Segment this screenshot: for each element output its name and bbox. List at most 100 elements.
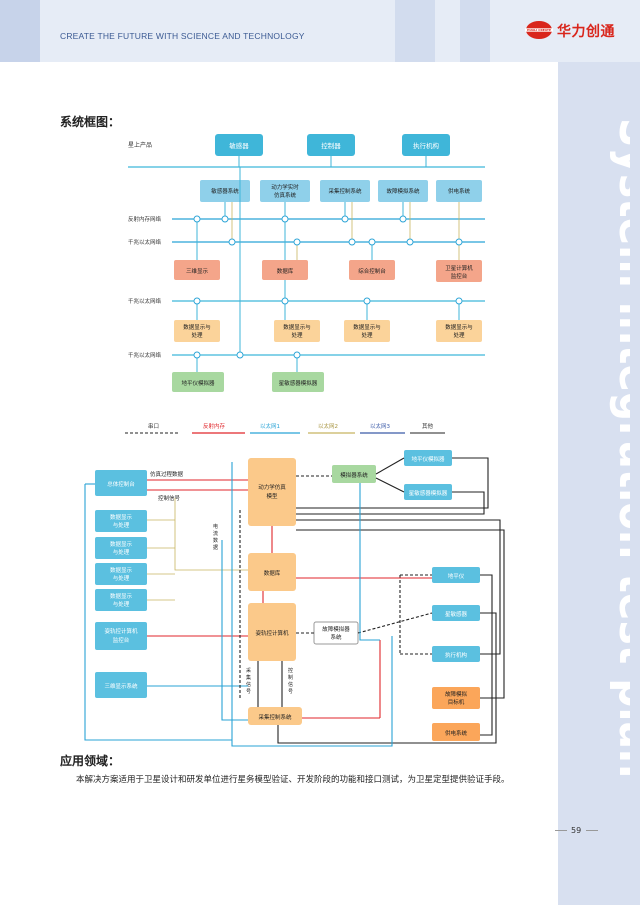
box-proc-3 (344, 320, 390, 342)
box-horizon-sim (172, 372, 224, 392)
box-star-sim-2 (404, 484, 452, 500)
page-number: 59 (571, 826, 582, 835)
box-actuator-2-label: 执行机构 (445, 651, 468, 659)
box-star-sim-label: 星敏感器模拟器 (279, 379, 318, 387)
header-accent-band (395, 0, 435, 62)
svg-text:故障模拟器: 故障模拟器 (322, 625, 350, 633)
box-db-2 (248, 553, 296, 591)
box-acquisition (320, 180, 370, 202)
box-3d-display (174, 260, 220, 280)
box-console-label: 综合控制台 (358, 267, 386, 275)
svg-text:数据显示与: 数据显示与 (283, 323, 311, 331)
svg-text:数据显示: 数据显示 (110, 540, 133, 548)
bus-label-gig1: 千兆以太网络 (128, 238, 162, 246)
box-star-sensor (432, 605, 480, 621)
box-proc-2 (274, 320, 320, 342)
box-controller-label: 控制器 (321, 141, 341, 150)
svg-text:处理: 处理 (361, 331, 373, 339)
svg-text:姿轨控计算机: 姿轨控计算机 (104, 627, 138, 635)
header-tagline: CREATE THE FUTURE WITH SCIENCE AND TECHN… (60, 31, 305, 41)
header-accent-band (460, 0, 490, 62)
vertical-title-text: System integration test plan (608, 118, 630, 778)
legend-item-other: 其他 (422, 422, 434, 430)
box-simulator-system-label: 模拟器系统 (340, 471, 368, 479)
box-left-proc-1 (95, 510, 147, 532)
box-actuator (402, 134, 450, 156)
svg-text:号: 号 (288, 689, 293, 695)
svg-text:制: 制 (288, 674, 293, 681)
legend-item-serial: 串口 (148, 423, 159, 430)
box-master-console-label: 总体控制台 (107, 480, 135, 488)
section-title-applications: 应用领域： (60, 754, 121, 768)
svg-text:系统: 系统 (330, 633, 342, 641)
right-sidebar (558, 62, 640, 905)
box-horizon-sim-label: 地平仪模拟器 (181, 379, 215, 387)
svg-text:号: 号 (246, 689, 251, 695)
svg-text:动力学仿真: 动力学仿真 (258, 483, 286, 491)
box-horizon-sim-2-label: 地平仪模拟器 (411, 455, 445, 463)
header-accent-band (0, 0, 40, 62)
svg-text:处理: 处理 (453, 331, 465, 339)
box-3d-system (95, 672, 147, 698)
box-actuator-2 (432, 646, 480, 662)
box-acq-control (248, 707, 302, 725)
box-dynamics-model (248, 458, 296, 526)
box-sensor-system-label: 敏感器系统 (211, 187, 239, 195)
svg-text:信: 信 (288, 681, 293, 688)
section-title-system-diagram: 系统框图： (60, 115, 121, 129)
box-console (349, 260, 395, 280)
svg-text:处理: 处理 (291, 331, 303, 339)
svg-text:集: 集 (246, 674, 251, 681)
box-horizon-sim-2 (404, 450, 452, 466)
box-horizon (432, 567, 480, 583)
svg-text:卫星计算机: 卫星计算机 (445, 264, 473, 272)
page-header: CREATE THE FUTURE WITH SCIENCE AND TECHN… (0, 0, 640, 62)
svg-text:控: 控 (288, 667, 293, 674)
company-logo-icon: HUALI CREATE (525, 21, 553, 39)
box-sensor-label: 敏感器 (229, 141, 249, 150)
svg-text:故障模拟: 故障模拟 (445, 690, 468, 698)
legend-item-eth2: 以太网2 (318, 422, 338, 430)
bus-label-gig2: 千兆以太网络 (128, 297, 162, 305)
box-left-proc-2 (95, 537, 147, 559)
svg-text:监控台: 监控台 (451, 272, 468, 280)
box-horizon-label: 地平仪 (448, 572, 465, 580)
box-fault-sim-label: 故障模拟系统 (386, 187, 420, 195)
label-control-signal: 控制信号 (158, 494, 181, 502)
legend-item-reflective: 反射内存 (203, 422, 226, 430)
box-sensor-system (200, 180, 250, 202)
box-db-2-label: 数据库 (264, 569, 281, 577)
legend-item-eth1: 以太网1 (260, 422, 280, 430)
svg-text:数据显示: 数据显示 (110, 513, 133, 521)
box-power-2 (432, 723, 480, 741)
box-left-proc-3 (95, 563, 147, 585)
svg-text:数据显示与: 数据显示与 (353, 323, 381, 331)
bus-label-gig3: 千兆以太网络 (128, 351, 162, 359)
box-acquisition-label: 采集控制系统 (328, 187, 362, 195)
box-star-sim (272, 372, 324, 392)
box-master-console (95, 470, 147, 496)
svg-text:处理: 处理 (191, 331, 203, 339)
page-number-rule (586, 830, 598, 831)
legend-item-eth3: 以太网3 (370, 422, 391, 430)
svg-text:与处理: 与处理 (113, 521, 130, 529)
svg-text:电: 电 (213, 523, 218, 530)
box-controller (307, 134, 355, 156)
svg-text:信: 信 (246, 681, 251, 688)
box-fault-sim (378, 180, 428, 202)
box-sat-monitor (436, 260, 482, 282)
brand-name: 华力创通 (557, 24, 615, 40)
box-dynamics-sim (260, 180, 310, 202)
box-dynamics-sim-label-1: 动力学实时 (271, 183, 299, 191)
box-fault-target (432, 687, 480, 709)
bus-label-reflective: 反射内存网络 (128, 215, 162, 223)
svg-text:模型: 模型 (266, 492, 278, 500)
svg-text:目标机: 目标机 (448, 698, 465, 706)
box-star-sensor-label: 星敏感器 (445, 610, 468, 618)
sidebar-vertical-title: System integration test plan (608, 118, 630, 778)
box-dynamics-sim-label-2: 仿真系统 (274, 191, 297, 199)
box-power (436, 180, 482, 202)
box-sensor (215, 134, 263, 156)
